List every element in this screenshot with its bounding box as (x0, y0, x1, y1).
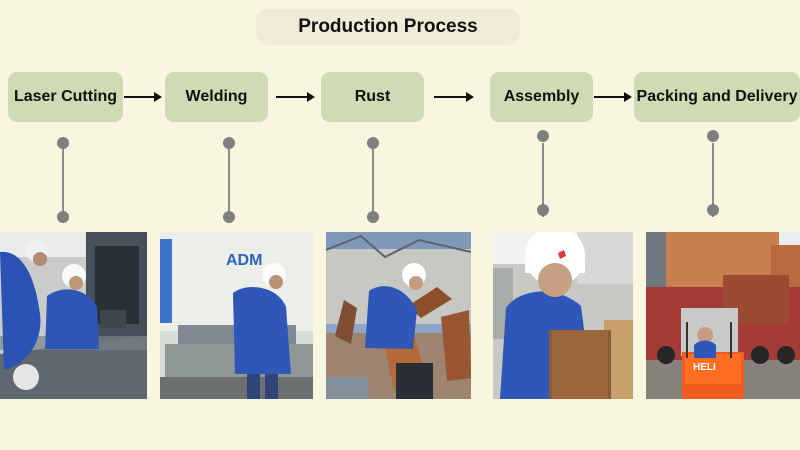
welding-photo: ADM (160, 232, 313, 399)
diagram-title: Production Process (256, 9, 520, 45)
assembly-photo (493, 232, 633, 399)
connector-welding (228, 143, 230, 217)
arrow-rust-to-assembly (434, 92, 474, 102)
arrow-laser-to-welding (124, 92, 162, 102)
packing-delivery-photo: HELI (646, 232, 800, 399)
connector-dot-bottom (367, 211, 379, 223)
rust-photo (326, 232, 471, 399)
step-rust: Rust (321, 72, 424, 122)
connector-dot-top (367, 137, 379, 149)
laser-cutting-photo (0, 232, 147, 399)
connector-packing (712, 143, 714, 217)
connector-rust (372, 143, 374, 217)
step-packing-delivery: Packing and Delivery (634, 72, 800, 122)
connector-dot-bottom (57, 211, 69, 223)
step-welding: Welding (165, 72, 268, 122)
connector-laser (62, 143, 64, 217)
connector-dot-top (707, 130, 719, 142)
forklift-brand: HELI (693, 362, 716, 373)
arrow-welding-to-rust (276, 92, 315, 102)
step-laser-cutting: Laser Cutting (8, 72, 123, 122)
connector-dot-top (537, 130, 549, 142)
connector-dot-bottom (707, 204, 719, 216)
connector-dot-bottom (537, 204, 549, 216)
connector-dot-bottom (223, 211, 235, 223)
step-assembly: Assembly (490, 72, 593, 122)
connector-dot-top (223, 137, 235, 149)
arrow-assembly-to-packing (594, 92, 632, 102)
connector-assembly (542, 143, 544, 217)
connector-dot-top (57, 137, 69, 149)
adm-sign: ADM (226, 252, 262, 269)
